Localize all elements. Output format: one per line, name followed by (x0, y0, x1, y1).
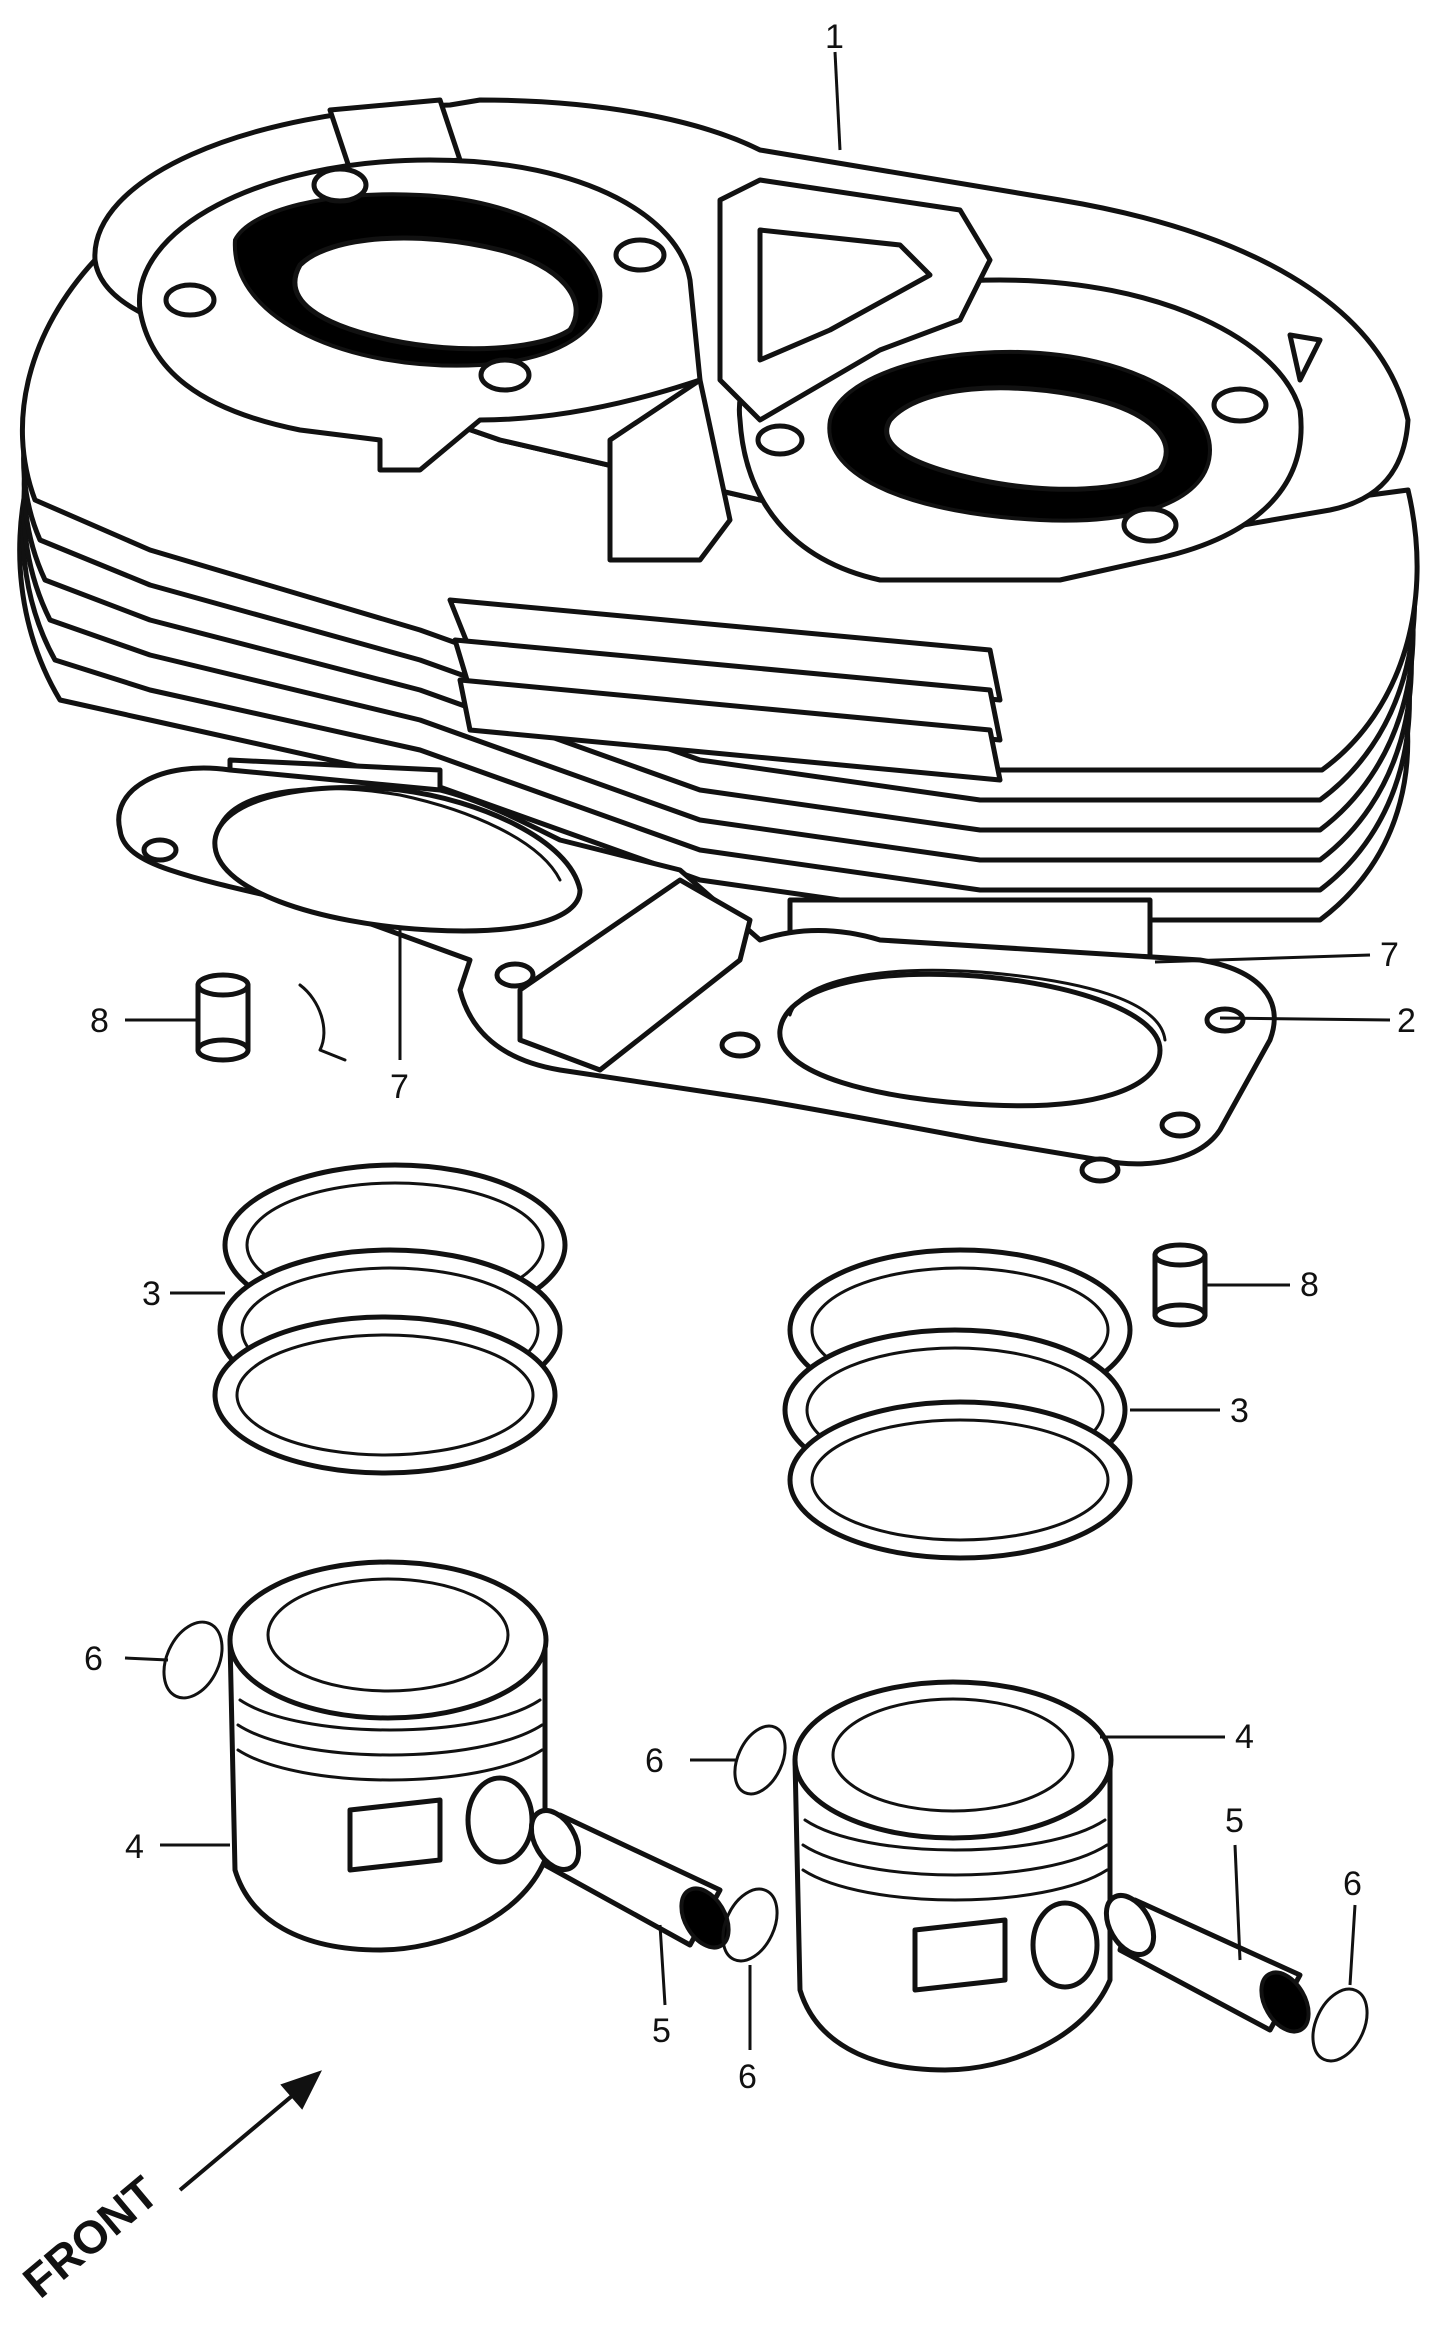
callout-5-right: 5 (1225, 1802, 1244, 1840)
piston-right (792, 1679, 1114, 2073)
callout-3-left: 3 (142, 1275, 161, 1313)
callout-numbers: 1 2 7 7 8 8 3 3 4 4 5 5 6 6 6 6 (84, 18, 1416, 2096)
base-gasket (116, 765, 1277, 1184)
callout-6-b: 6 (645, 1742, 664, 1780)
seal-clip (298, 983, 347, 1062)
callout-2: 2 (1397, 1002, 1416, 1040)
callout-4-left: 4 (125, 1828, 144, 1866)
callout-8-right: 8 (1300, 1266, 1319, 1304)
callout-6-c: 6 (738, 2058, 757, 2096)
piston-left (227, 1559, 549, 1953)
piston-pin-left (528, 1808, 731, 1950)
callout-4-right: 4 (1235, 1718, 1254, 1756)
callout-1: 1 (825, 18, 844, 56)
piston-pin-clips (162, 1620, 1369, 2063)
callout-5-left: 5 (652, 2012, 671, 2050)
cylinder-o-rings (216, 786, 1167, 1042)
piston-rings-left (212, 1162, 568, 1476)
callout-8-left: 8 (90, 1002, 109, 1040)
callout-3-right: 3 (1230, 1392, 1249, 1430)
callout-7-right: 7 (1380, 936, 1399, 974)
dowel-pin-left (195, 972, 251, 1063)
dowel-pin-right (1152, 1242, 1208, 1328)
piston-rings-right (782, 1247, 1133, 1561)
piston-pin-right (1103, 1893, 1311, 2034)
callout-7-left: 7 (390, 1068, 409, 1106)
leader-lines (124, 51, 1391, 2050)
front-direction-arrow: FRONT (13, 2070, 322, 2308)
front-label: FRONT (13, 2166, 168, 2308)
callout-6-d: 6 (1343, 1865, 1362, 1903)
callout-6-a: 6 (84, 1640, 103, 1678)
